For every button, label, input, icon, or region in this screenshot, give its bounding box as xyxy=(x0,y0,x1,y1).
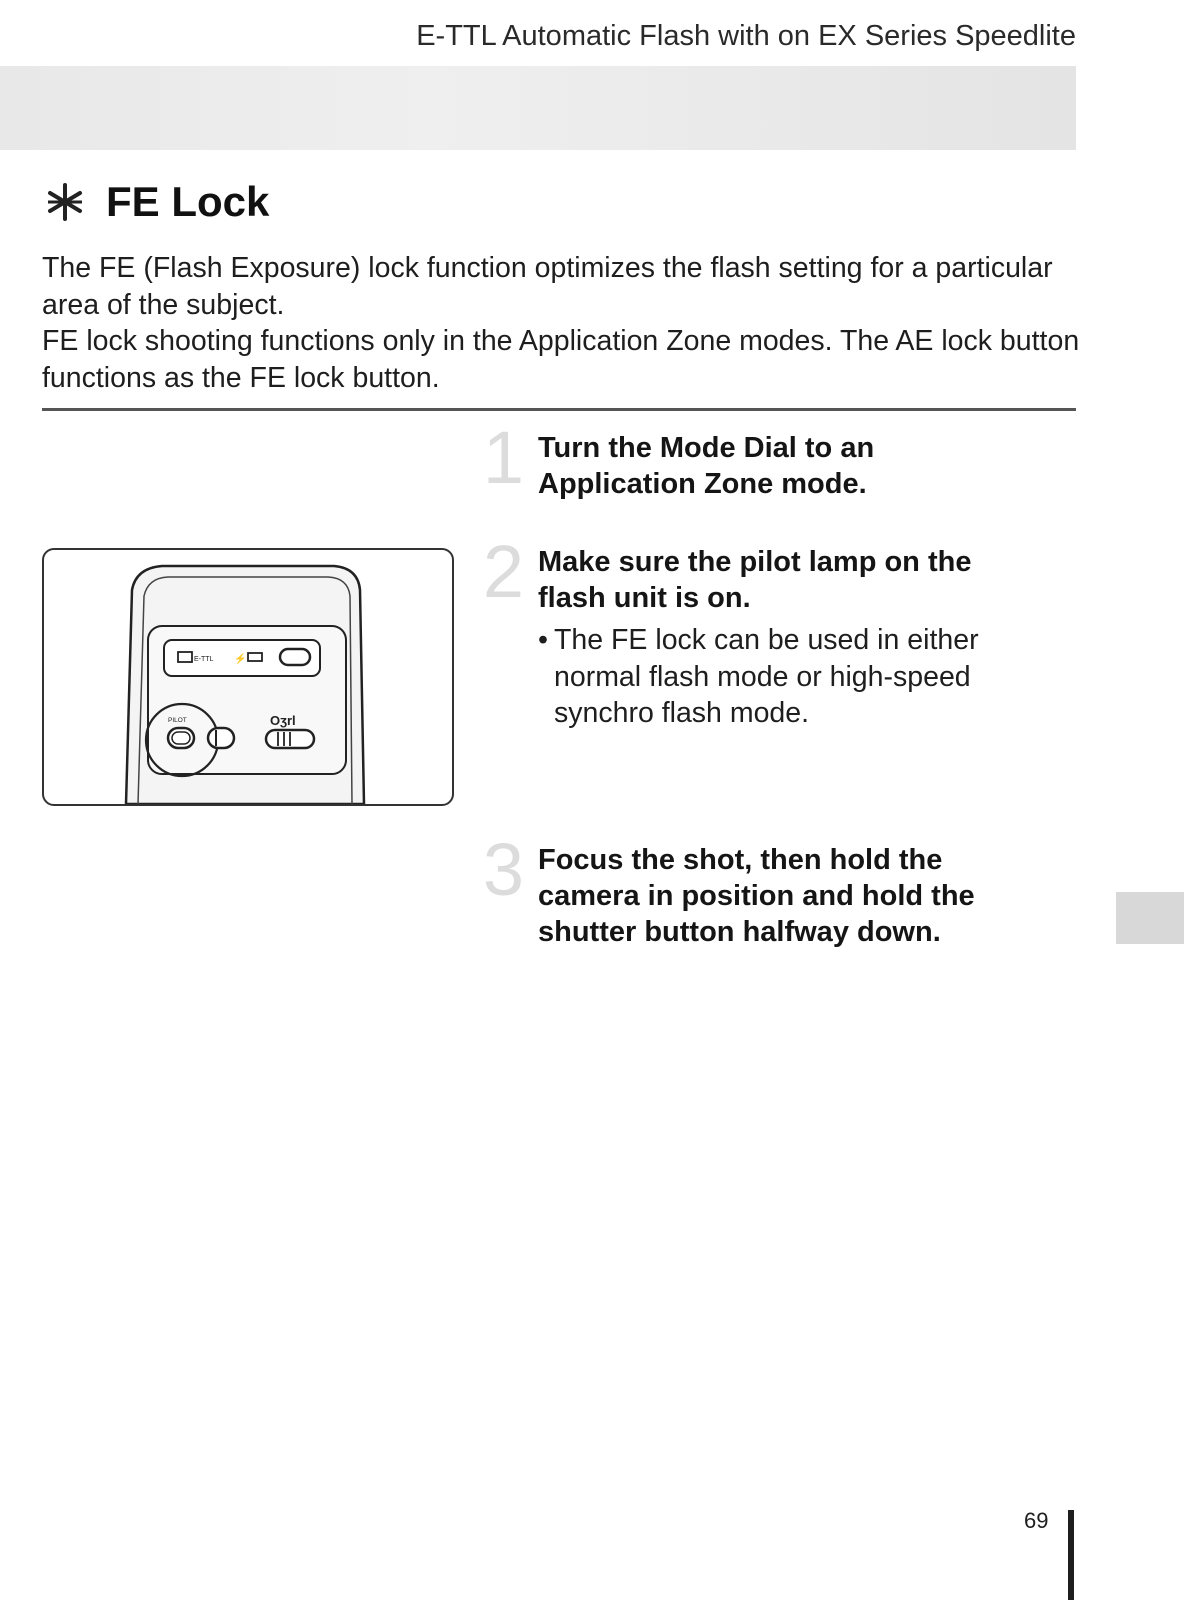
page-edge-bar xyxy=(1068,1510,1074,1600)
step-number: 2 xyxy=(482,530,524,613)
intro-paragraph-2: FE lock shooting functions only in the A… xyxy=(42,325,1080,394)
page-number: 69 xyxy=(1024,1508,1049,1533)
section-title: FE Lock xyxy=(44,178,269,226)
intro-paragraph-1: The FE (Flash Exposure) lock function op… xyxy=(42,252,1053,321)
step-number: 1 xyxy=(482,416,524,499)
bullet-text: The FE lock can be used in either normal… xyxy=(554,624,979,729)
step-3: 3 Focus the shot, then hold the camera i… xyxy=(478,830,1038,950)
step-1: 1 Turn the Mode Dial to an Application Z… xyxy=(478,418,1038,502)
page-title: FE Lock xyxy=(106,178,270,225)
ettl-label: E-TTL xyxy=(194,656,214,663)
flash-star-icon xyxy=(46,183,84,221)
step-heading: Turn the Mode Dial to an Application Zon… xyxy=(538,432,875,500)
step-number: 3 xyxy=(482,828,524,911)
pilot-label: PILOT xyxy=(168,717,187,724)
step-bullet: • The FE lock can be used in either norm… xyxy=(538,622,1038,732)
bullet-dot: • xyxy=(538,624,548,656)
svg-text:⚡: ⚡ xyxy=(234,652,246,665)
svg-text:Oʒrl: Oʒrl xyxy=(270,713,296,728)
intro-text: The FE (Flash Exposure) lock function op… xyxy=(42,250,1082,396)
step-heading: Focus the shot, then hold the camera in … xyxy=(538,844,975,948)
step-2: 2 Make sure the pilot lamp on the flash … xyxy=(478,532,1038,732)
chapter-side-tab xyxy=(1116,892,1184,944)
step-heading: Make sure the pilot lamp on the flash un… xyxy=(538,546,972,614)
header-band xyxy=(0,66,1076,150)
running-header: E-TTL Automatic Flash with on EX Series … xyxy=(416,20,1076,52)
section-divider xyxy=(42,408,1076,411)
speedlite-back-panel-illustration: E-TTL ⚡ PILOT Oʒrl xyxy=(42,548,454,806)
